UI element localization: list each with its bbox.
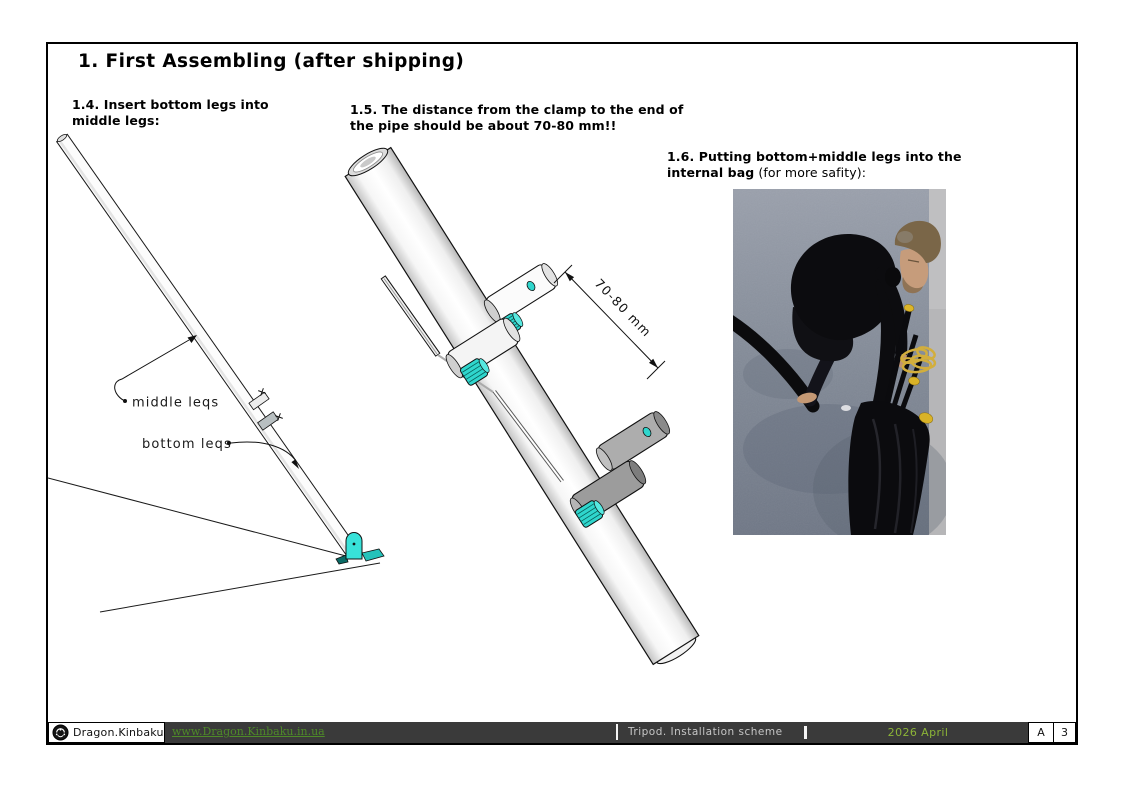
page-number-box: 3	[1053, 722, 1076, 743]
footer-title-block	[48, 722, 1076, 743]
pipe-slot	[492, 390, 564, 483]
pipe-joint-band-upper	[248, 391, 270, 411]
clamp-distance-diagram: 70-80 mm	[344, 146, 700, 666]
joint-mark-upper	[258, 388, 266, 396]
main-pipe	[344, 146, 700, 666]
footer-separator	[804, 726, 807, 739]
floor-line-lower	[99, 562, 381, 613]
arrowhead	[187, 335, 197, 343]
lower-clamp	[569, 411, 671, 528]
knurled-knob	[459, 358, 490, 386]
middle-legs-label: middle leqs	[132, 396, 219, 411]
dragon-kinbaku-logo-icon	[52, 724, 69, 741]
internal-bag-bundle	[848, 400, 934, 535]
arrowhead	[649, 358, 658, 368]
footer-separator	[616, 724, 618, 740]
arrowhead	[565, 272, 575, 282]
face	[899, 249, 929, 289]
rope-coil	[900, 346, 937, 374]
pipe-shading	[58, 139, 351, 556]
beard	[902, 277, 923, 294]
section-1-4-heading: 1.4. Insert bottom legs into middle legs…	[72, 97, 269, 128]
leg-foot-hinge	[335, 532, 385, 565]
pipe-top-end	[56, 133, 68, 143]
brand-box: Dragon.Kinbaku	[48, 722, 165, 743]
yellow-cap	[903, 304, 915, 312]
floor-line-upper	[48, 477, 347, 557]
packing-photo	[733, 189, 946, 535]
yellow-cap	[908, 376, 920, 386]
legs-insertion-diagram: middle leqs bottom leqs	[48, 133, 385, 613]
clamp-screw-tip	[642, 426, 652, 438]
document-date: 2026 April	[887, 726, 949, 739]
clamp-screw-tip	[526, 280, 536, 292]
yellow-cap	[918, 412, 934, 424]
section-1-6-heading-bold: 1.6. Putting bottom+middle legs into the…	[667, 149, 962, 180]
website-link[interactable]: www.Dragon.Kinbaku.in.ua	[172, 725, 325, 738]
section-1-6-heading-normal: (for more safity):	[754, 165, 867, 180]
bottom-legs-label: bottom leqs	[142, 437, 232, 452]
document-title: Tripod. Installation scheme	[628, 726, 783, 738]
upper-clamp	[445, 263, 559, 386]
brand-name: Dragon.Kinbaku	[73, 726, 164, 739]
revision-box: A	[1028, 722, 1054, 743]
knurled-knob	[574, 500, 605, 528]
pipe-top-opening	[347, 147, 389, 177]
section-1-6-heading: 1.6. Putting bottom+middle legs into the…	[667, 149, 985, 181]
middle-legs-callout: middle leqs	[114, 335, 219, 411]
arrowhead	[291, 459, 299, 469]
section-1-5-heading: 1.5. The distance from the clamp to the …	[350, 102, 684, 133]
dimension-70-80: 70-80 mm	[553, 264, 666, 380]
bottom-legs-callout: bottom leqs	[142, 437, 299, 469]
joint-mark-lower	[275, 413, 283, 421]
white-scrap	[841, 405, 851, 411]
page-title: 1. First Assembling (after shipping)	[78, 51, 465, 72]
dimension-label: 70-80 mm	[592, 276, 655, 340]
